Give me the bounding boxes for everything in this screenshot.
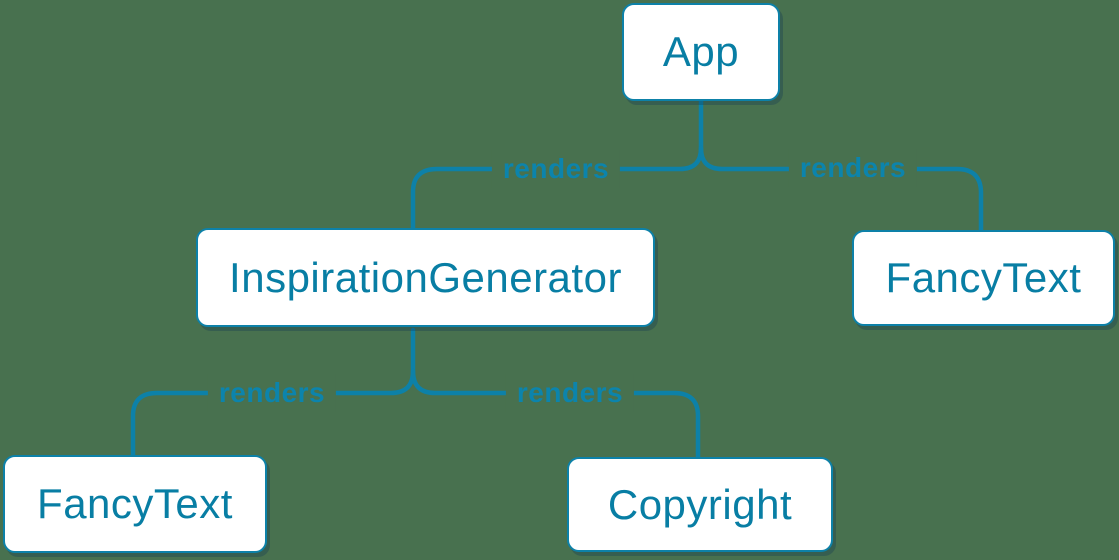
node-fancy-text-bottom: FancyText bbox=[3, 455, 267, 553]
node-fancy-text-top: FancyText bbox=[852, 230, 1115, 326]
edge-label-inspirationgenerator-fancytext: renders bbox=[207, 374, 337, 412]
edge-app-to-fancytext-line bbox=[698, 145, 984, 233]
edge-label-inspirationgenerator-copyright: renders bbox=[505, 374, 635, 412]
edge-label-app-fancytext: renders bbox=[788, 149, 918, 187]
node-copyright: Copyright bbox=[567, 457, 833, 552]
edge-label-app-inspirationgenerator: renders bbox=[491, 150, 621, 188]
node-inspiration-generator: InspirationGenerator bbox=[196, 228, 655, 327]
node-app: App bbox=[622, 3, 780, 101]
edge-inspirationgenerator-to-copyright-line bbox=[410, 368, 701, 460]
